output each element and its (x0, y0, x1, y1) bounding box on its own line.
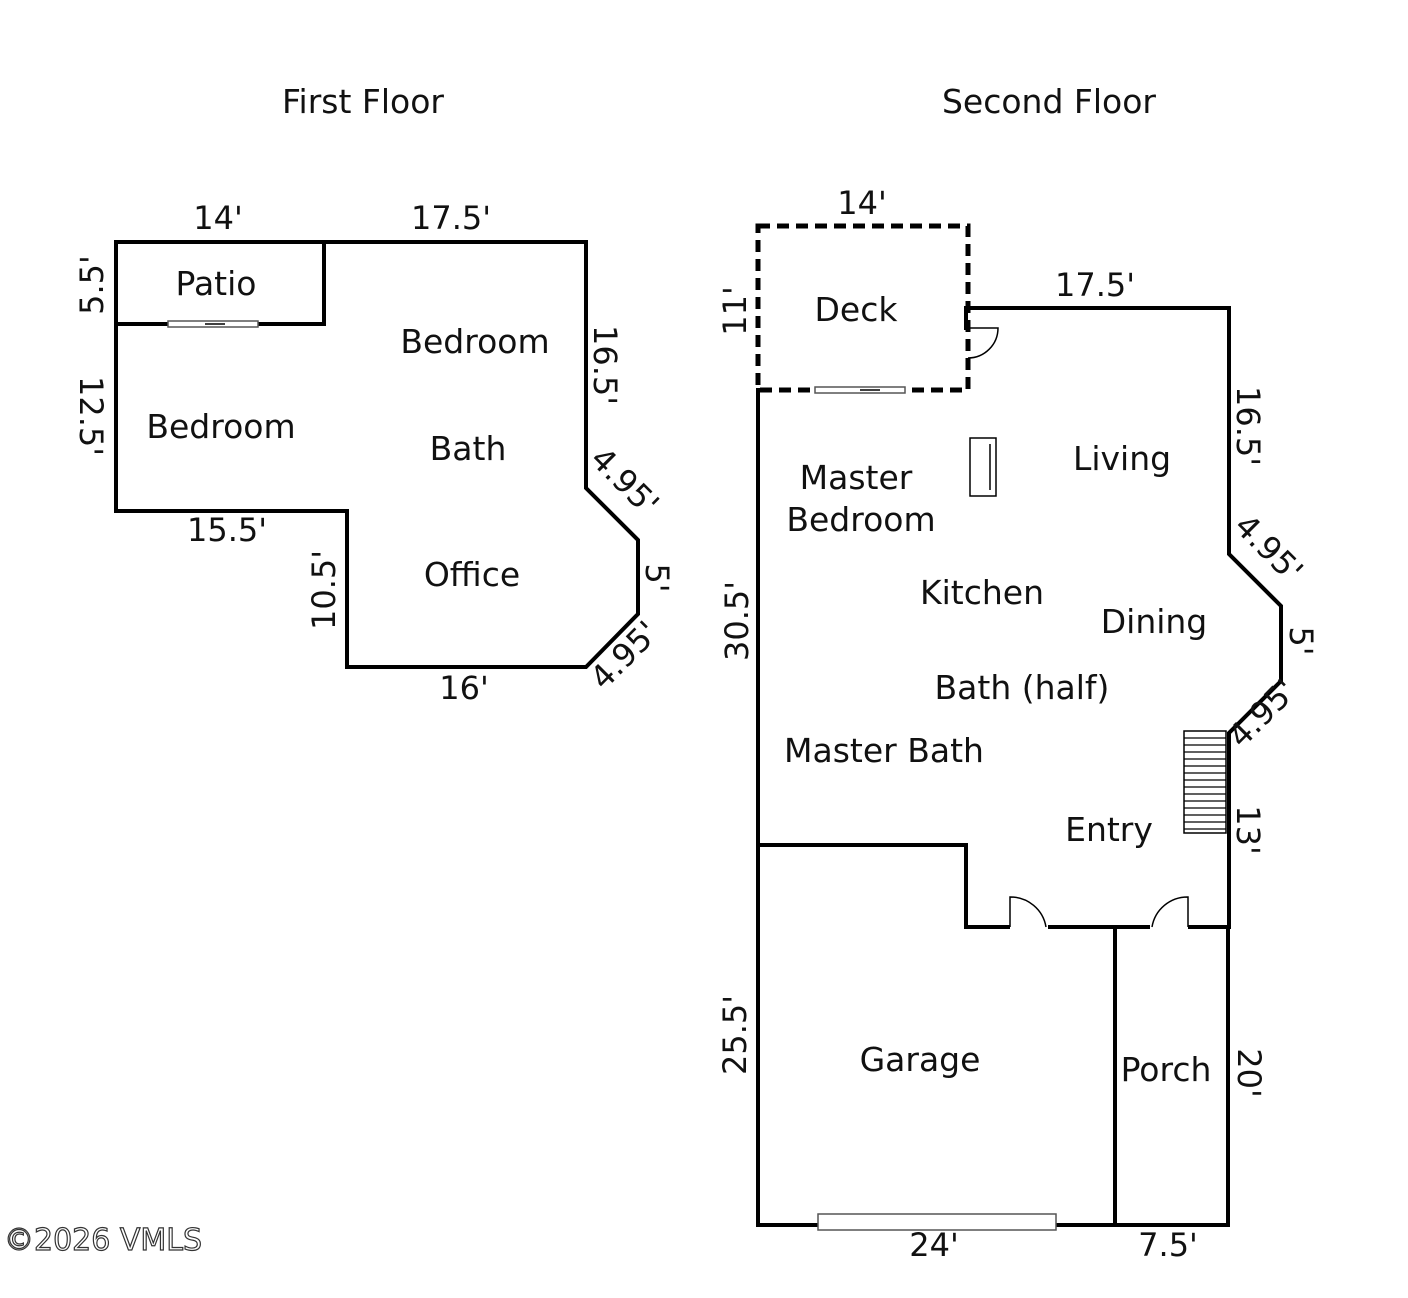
door-gap (1010, 921, 1048, 933)
room-label-entry: Entry (1065, 810, 1153, 849)
dimension-label: 12.5' (72, 376, 110, 456)
dimension-label: 25.5' (716, 995, 754, 1075)
room-label-bedroom: Bedroom (400, 322, 549, 361)
dimension-label: 15.5' (187, 511, 267, 549)
second-floor: Second Floor Deck Living Ma (716, 82, 1320, 1264)
dimension-label: 11' (716, 286, 754, 336)
dimension-label: 7.5' (1138, 1226, 1198, 1264)
room-label-garage: Garage (860, 1040, 981, 1079)
dimension-label: 5' (1282, 626, 1320, 655)
dimension-label: 4.95' (1227, 506, 1310, 589)
copyright-watermark: ©2026 VMLS (4, 1223, 202, 1258)
room-label-patio: Patio (176, 264, 257, 303)
room-label-bath-half: Bath (half) (935, 668, 1110, 707)
door-swing-deck (967, 327, 999, 359)
stairs-icon (1183, 730, 1227, 834)
room-label-deck: Deck (815, 290, 899, 329)
dimension-label: 13' (1229, 805, 1267, 855)
dimension-label: 4.95' (1220, 671, 1303, 754)
door-swing-garage (1009, 896, 1047, 928)
dimension-label: 24' (909, 1226, 959, 1264)
garage-outline (756, 843, 1117, 1227)
deck-outline (755, 223, 971, 393)
dimension-label: 30.5' (718, 581, 756, 661)
dimension-label: 16.5' (1229, 386, 1267, 466)
room-label-master-bedroom: Bedroom (786, 500, 935, 539)
room-label-office: Office (424, 555, 520, 594)
second-floor-title: Second Floor (942, 82, 1156, 121)
room-label-kitchen: Kitchen (920, 573, 1044, 612)
door-gap (1150, 921, 1188, 933)
room-label-master-bedroom: Master (800, 458, 913, 497)
first-floor: First Floor Patio Bedroom Bedroom Bath O… (72, 82, 676, 707)
dimension-label: 4.95' (583, 439, 666, 522)
room-label-bedroom: Bedroom (146, 407, 295, 446)
dimension-label: 5.5' (73, 255, 111, 315)
fireplace-icon (969, 437, 997, 497)
dimension-label: 16' (439, 669, 489, 707)
room-label-dining: Dining (1101, 602, 1208, 641)
dimension-label: 14' (193, 199, 243, 237)
dimension-label: 14' (837, 184, 887, 222)
room-label-master-bath: Master Bath (784, 731, 984, 770)
dimension-label: 20' (1230, 1048, 1268, 1098)
door-swing-entry (1151, 896, 1189, 928)
garage-door (817, 1213, 1057, 1231)
dimension-label: 17.5' (411, 199, 491, 237)
dimension-label: 10.5' (305, 550, 343, 630)
second-floor-outline (756, 306, 1283, 929)
room-label-bath: Bath (430, 429, 507, 468)
dimension-label: 5' (638, 563, 676, 592)
porch-outline (1113, 925, 1230, 1227)
room-label-porch: Porch (1121, 1050, 1212, 1089)
dimension-label: 16.5' (586, 325, 624, 405)
first-floor-outline (114, 240, 640, 669)
first-floor-title: First Floor (282, 82, 444, 121)
room-label-living: Living (1073, 439, 1171, 478)
dimension-label: 17.5' (1055, 266, 1135, 304)
